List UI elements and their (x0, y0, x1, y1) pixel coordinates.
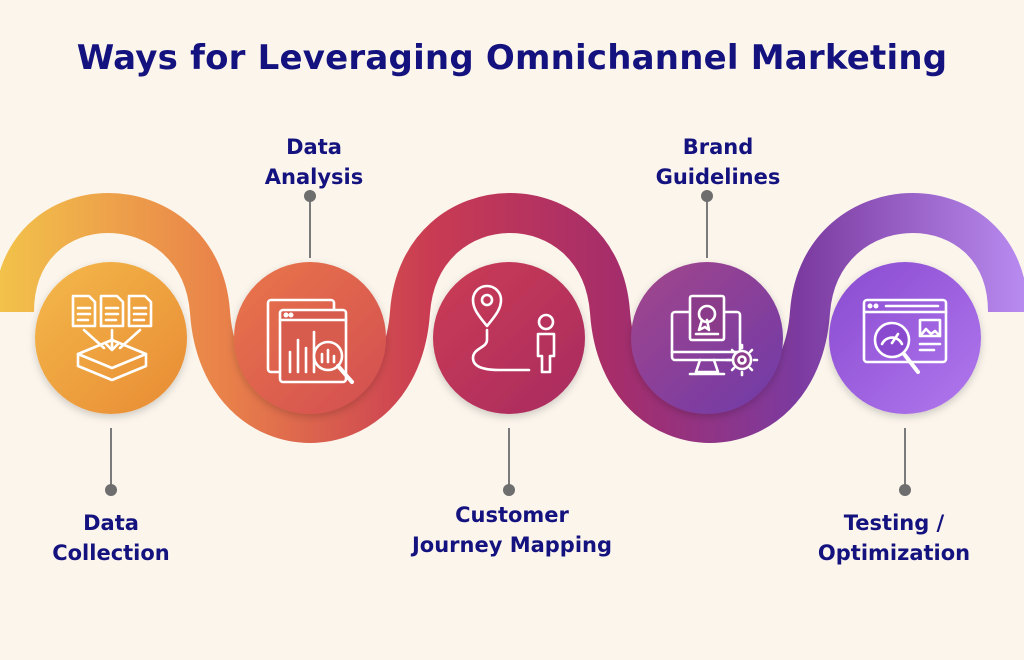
connector-dot-2 (304, 190, 316, 202)
step-label-data-analysis: Data Analysis (184, 132, 444, 192)
data-collection-icon (71, 294, 153, 382)
step-label-line: Optimization (817, 541, 971, 565)
step-label-customer-journey: Customer Journey Mapping (362, 500, 662, 560)
step-label-line: Collection (52, 541, 170, 565)
brand-guidelines-icon (670, 294, 759, 377)
step-label-line: Testing / (843, 511, 945, 535)
step-label-line: Guidelines (655, 165, 781, 189)
diagram-title: Ways for Leveraging Omnichannel Marketin… (76, 38, 948, 78)
step-label-line: Brand (682, 135, 754, 159)
wave-ribbon (0, 193, 1024, 443)
journey-map-icon (471, 284, 556, 374)
connector-dot-1 (105, 484, 117, 496)
data-analysis-icon (266, 298, 354, 384)
step-circle-3 (433, 262, 585, 414)
step-label-line: Customer (455, 503, 569, 527)
step-label-brand-guidelines: Brand Guidelines (588, 132, 848, 192)
step-label-data-collection: Data Collection (0, 508, 241, 568)
step-label-line: Data (286, 135, 342, 159)
step-label-line: Analysis (264, 165, 364, 189)
step-label-line: Journey Mapping (411, 533, 613, 557)
step-label-testing-optimization: Testing / Optimization (764, 508, 1024, 568)
step-label-line: Data (83, 511, 139, 535)
connector-dot-5 (899, 484, 911, 496)
connector-dot-4 (701, 190, 713, 202)
testing-optimization-icon (862, 298, 948, 374)
connector-dot-3 (503, 484, 515, 496)
